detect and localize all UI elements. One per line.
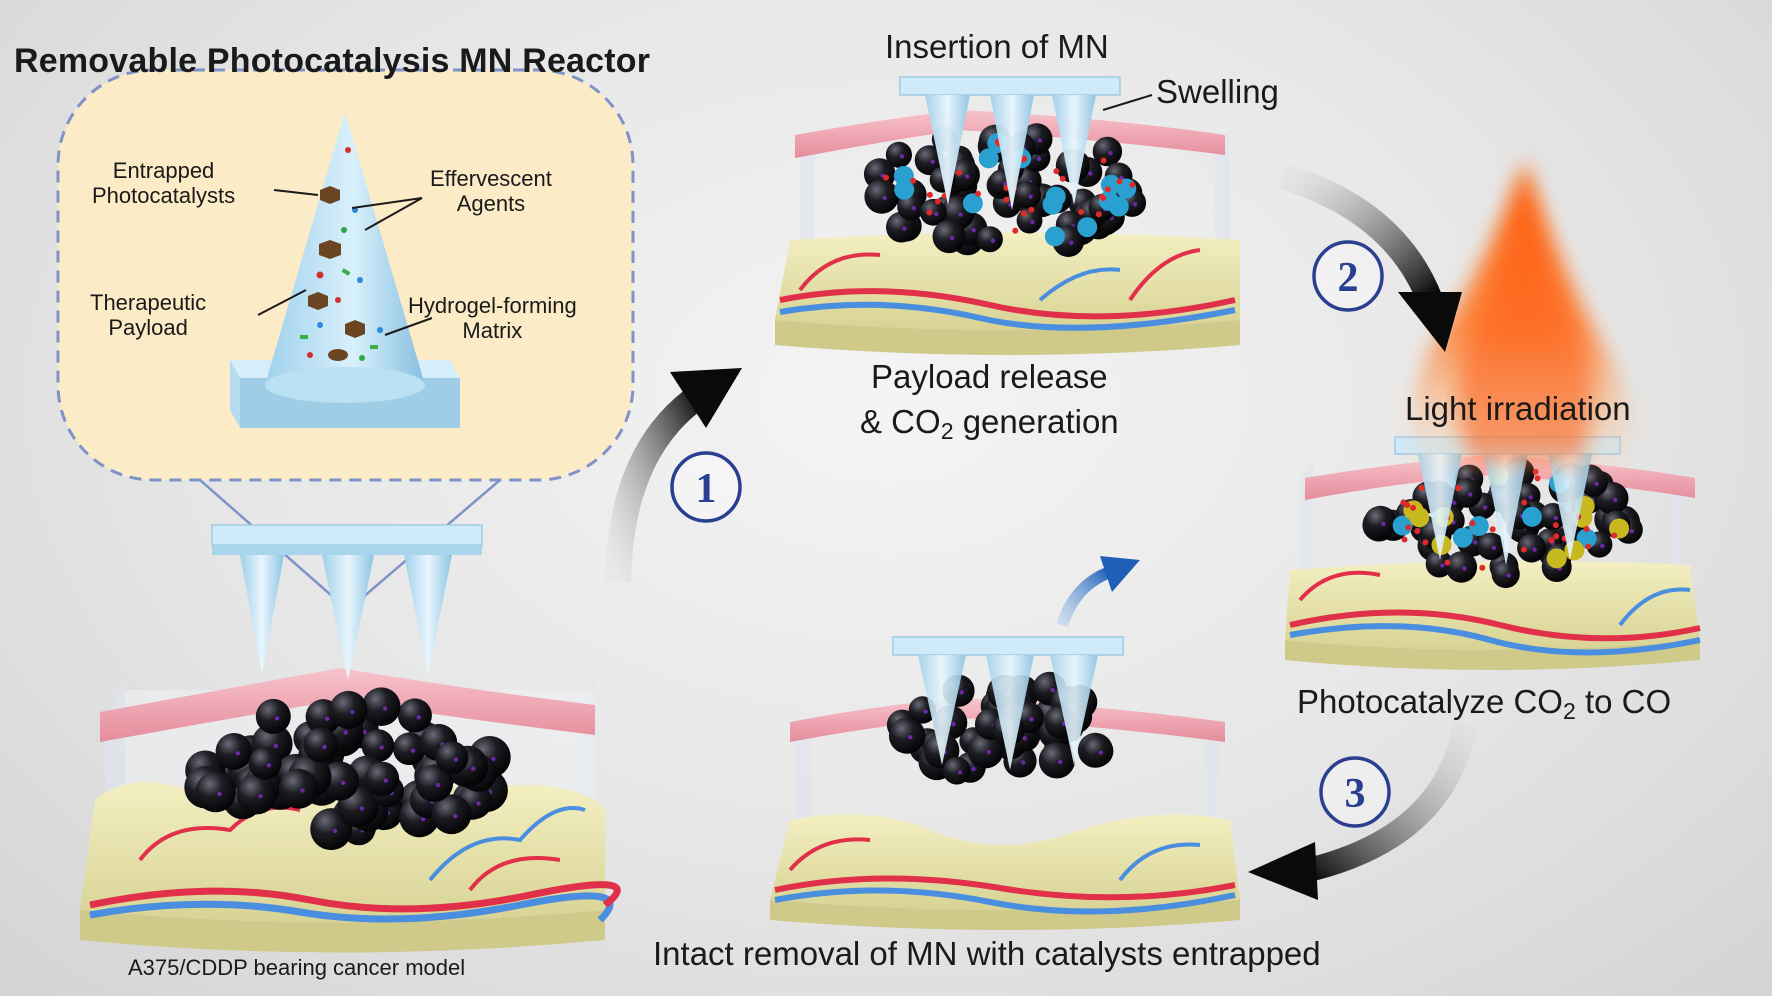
label-hydrogel-line1: Hydrogel-forming bbox=[408, 293, 577, 318]
label-effervescent-line1: Effervescent bbox=[430, 166, 552, 191]
light-beam bbox=[1412, 160, 1628, 470]
label-payload-line1: Payload release bbox=[871, 358, 1108, 395]
step-badge-1: 1 bbox=[670, 451, 742, 523]
label-insertion-of-mn: Insertion of MN bbox=[885, 28, 1109, 65]
step-number-1: 1 bbox=[696, 466, 717, 512]
step-badge-3: 3 bbox=[1319, 756, 1391, 828]
label-entrapped-photocatalysts: Entrapped Photocatalysts bbox=[92, 158, 235, 209]
arrow-step-3 bbox=[1248, 722, 1477, 900]
label-photocatalyze: Photocatalyze CO2 to CO bbox=[1297, 683, 1672, 724]
inset-particles bbox=[300, 147, 383, 361]
inset-panel bbox=[56, 68, 635, 611]
label-hydrogel-line2: Matrix bbox=[462, 318, 523, 344]
label-effervescent-agents: Effervescent Agents bbox=[430, 166, 552, 217]
label-swelling: Swelling bbox=[1156, 73, 1279, 110]
label-therapeutic-line1: Therapeutic bbox=[90, 290, 207, 315]
scene-insertion bbox=[775, 76, 1240, 355]
label-therapeutic-line2: Payload bbox=[108, 315, 188, 341]
inset-cone bbox=[265, 112, 425, 397]
step-number-2: 2 bbox=[1338, 255, 1359, 301]
scene-cancer-model bbox=[80, 524, 621, 953]
label-intact-removal: Intact removal of MN with catalysts entr… bbox=[653, 935, 1321, 972]
label-entrapped-line1: Entrapped bbox=[112, 158, 215, 183]
arrow-step-1 bbox=[605, 368, 742, 583]
step-badge-2: 2 bbox=[1312, 240, 1384, 312]
label-light-irradiation: Light irradiation bbox=[1405, 390, 1631, 427]
label-payload-line2: & CO2 generation bbox=[860, 402, 1119, 444]
label-therapeutic-payload: Therapeutic Payload bbox=[90, 290, 206, 341]
figure-title: Removable Photocatalysis MN Reactor bbox=[14, 42, 651, 80]
label-hydrogel-matrix: Hydrogel-forming Matrix bbox=[408, 293, 577, 344]
arrow-step-2 bbox=[1278, 163, 1462, 352]
label-entrapped-line2: Photocatalysts bbox=[92, 183, 236, 209]
scene-light bbox=[1285, 160, 1701, 670]
label-effervescent-line2: Agents bbox=[456, 191, 526, 217]
step-number-3: 3 bbox=[1345, 771, 1366, 817]
label-payload-release: Payload release & CO2 generation bbox=[860, 355, 1119, 444]
caption-cancer-model: A375/CDDP bearing cancer model bbox=[128, 955, 466, 980]
scene-removal bbox=[770, 556, 1240, 930]
